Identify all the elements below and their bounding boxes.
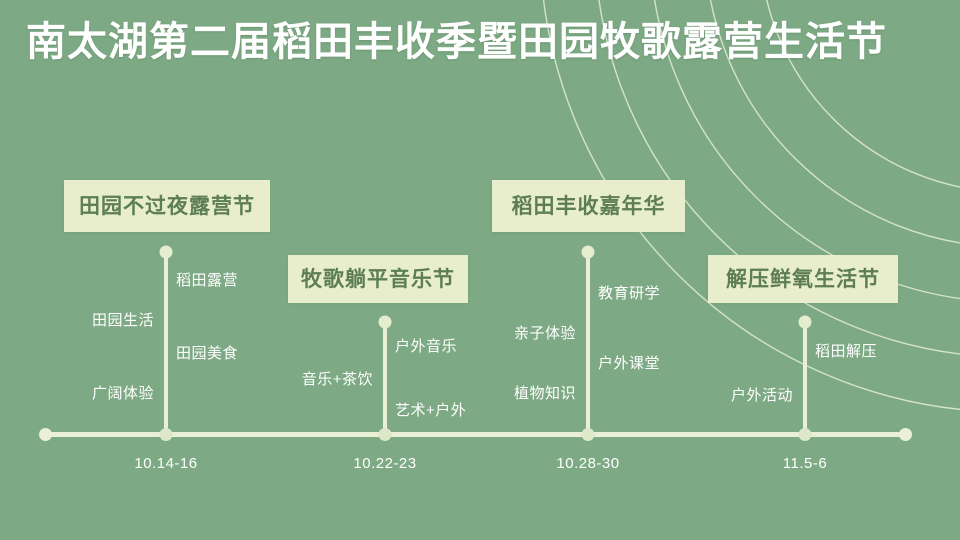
event-feature-label: 户外音乐 — [395, 338, 458, 355]
stem-top-dot — [581, 245, 595, 259]
event-feature-label: 植物知识 — [513, 385, 576, 402]
stem-top-dot — [378, 315, 392, 329]
axis-node-dot[interactable] — [159, 428, 173, 441]
axis-node-dot[interactable] — [581, 428, 595, 441]
event-feature-label: 稻田解压 — [815, 343, 878, 360]
event-feature-label: 户外活动 — [730, 387, 793, 404]
event-feature-label: 稻田露营 — [176, 272, 239, 289]
event-feature-label: 音乐+茶饮 — [301, 371, 373, 388]
stem-top-dot — [798, 315, 812, 329]
event-date-label: 11.5-6 — [782, 455, 828, 472]
event-title-card[interactable]: 牧歌躺平音乐节 — [288, 255, 468, 303]
event-connector-stem — [586, 252, 590, 435]
axis-end-cap — [899, 428, 912, 441]
event-date-label: 10.22-23 — [353, 455, 417, 472]
event-title-card[interactable]: 田园不过夜露营节 — [64, 180, 270, 232]
axis-node-dot[interactable] — [378, 428, 392, 441]
event-feature-label: 教育研学 — [598, 285, 661, 302]
stem-top-dot — [159, 245, 173, 259]
event-date-label: 10.14-16 — [134, 455, 198, 472]
event-feature-label: 户外课堂 — [598, 355, 661, 372]
event-connector-stem — [164, 252, 168, 435]
event-feature-label: 广阔体验 — [91, 385, 154, 402]
event-title-card[interactable]: 解压鲜氧生活节 — [708, 255, 898, 303]
page-title: 南太湖第二届稻田丰收季暨田园牧歌露营生活节 — [26, 19, 887, 64]
event-date-label: 10.28-30 — [556, 455, 620, 472]
axis-start-cap — [39, 428, 52, 441]
event-feature-label: 艺术+户外 — [395, 402, 467, 419]
event-feature-label: 田园美食 — [176, 345, 239, 362]
event-title-card[interactable]: 稻田丰收嘉年华 — [492, 180, 685, 232]
timeline-axis — [45, 432, 905, 437]
event-feature-label: 亲子体验 — [513, 325, 576, 342]
event-connector-stem — [803, 322, 807, 435]
axis-node-dot[interactable] — [798, 428, 812, 441]
event-feature-label: 田园生活 — [91, 312, 154, 329]
event-connector-stem — [383, 322, 387, 435]
